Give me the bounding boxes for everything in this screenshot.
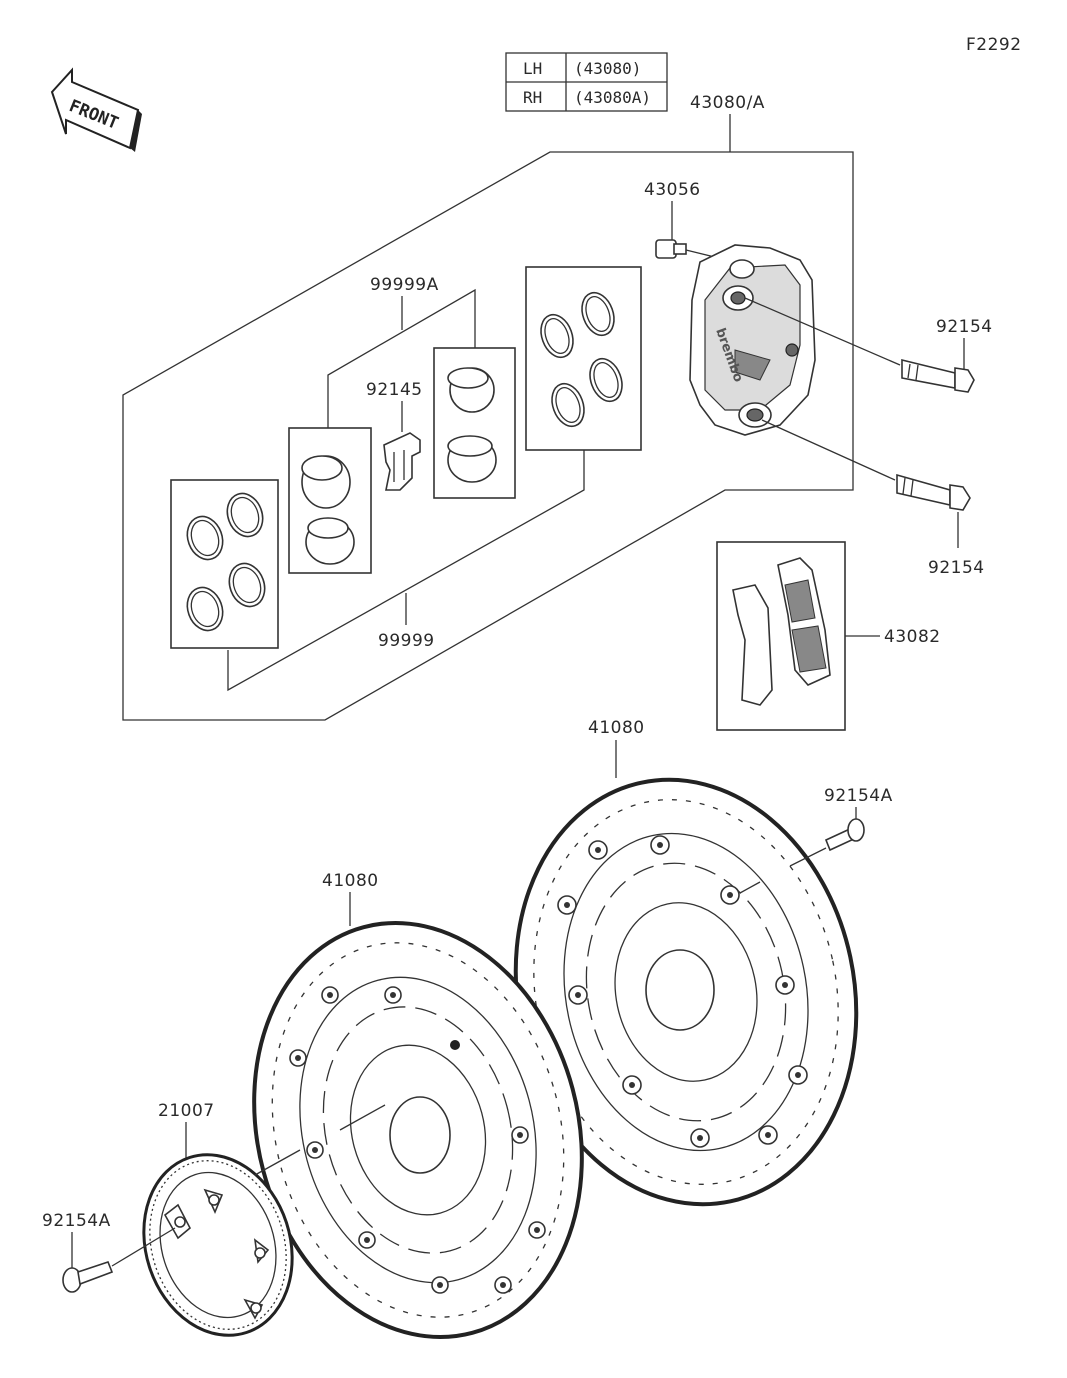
label-41080-right: 41080: [588, 718, 645, 738]
caliper-bolt-upper: [901, 358, 975, 393]
brake-caliper: brembo: [689, 244, 816, 436]
front-arrow-icon: FRONT: [50, 67, 142, 152]
caliper-bolt-lower: [896, 473, 971, 511]
abs-sensor-rotor: [142, 1153, 294, 1337]
caliper-assembly-outline: [122, 151, 854, 721]
label-99999A: 99999A: [370, 275, 439, 295]
brake-disc-left: [252, 920, 584, 1340]
brake-pad-set: [716, 541, 846, 731]
label-41080-left: 41080: [322, 871, 379, 891]
table-rh: RH: [523, 88, 542, 107]
pad-spring: [383, 432, 421, 491]
brake-disc-right: [513, 777, 859, 1207]
disc-bolt-right: [824, 818, 865, 852]
label-92154A-right: 92154A: [824, 786, 893, 806]
label-43080A: 43080/A: [690, 93, 765, 113]
label-99999: 99999: [378, 631, 435, 651]
label-92154-upper: 92154: [936, 317, 993, 337]
label-92145: 92145: [366, 380, 423, 400]
piston-box: [288, 427, 372, 574]
side-table: LH (43080) RH (43080A): [505, 52, 668, 112]
disc-bolt-left: [62, 1227, 176, 1293]
label-21007: 21007: [158, 1101, 215, 1121]
table-lh: LH: [523, 59, 542, 78]
table-rh-code: (43080A): [574, 88, 651, 107]
label-43082: 43082: [884, 627, 941, 647]
table-lh-code: (43080): [574, 59, 641, 78]
figure-id: F2292: [966, 35, 1022, 55]
label-43056: 43056: [644, 180, 701, 200]
label-92154A-left: 92154A: [42, 1211, 111, 1231]
seal-kit-box-right: [525, 266, 642, 451]
label-92154-lower: 92154: [928, 558, 985, 578]
seal-kit-box-left: [170, 479, 279, 649]
piston-box-a: [433, 347, 516, 499]
